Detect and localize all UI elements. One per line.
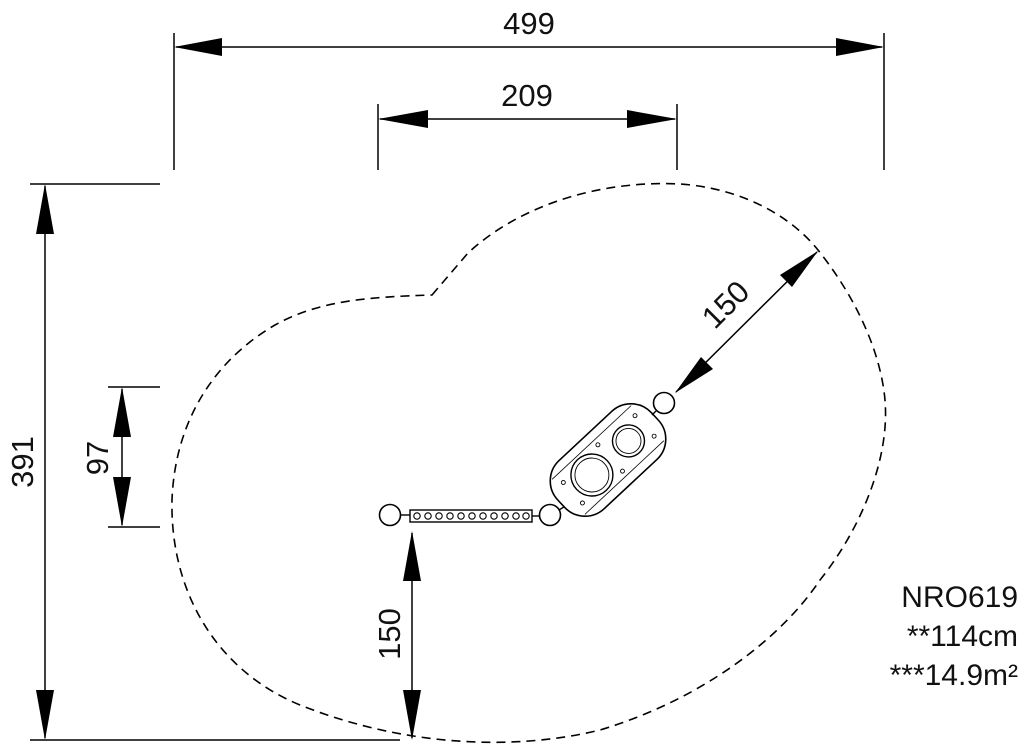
overall-depth-label: 391: [5, 436, 40, 488]
dimension-overall-width: 499: [173, 6, 885, 170]
equipment-plan: [378, 391, 676, 527]
side-offset-label: 97: [80, 441, 115, 475]
product-info: NRO619 **114cm ***14.9m²: [890, 578, 1018, 695]
chain-bridge: [409, 509, 540, 523]
platform: [549, 402, 667, 518]
product-code: NRO619: [901, 581, 1018, 614]
equipment-width-label: 209: [501, 78, 553, 113]
platform-seat-large: [570, 453, 614, 497]
safety-zone-outline: [171, 182, 887, 744]
dimension-overall-depth: 391: [5, 183, 400, 741]
diagonal-clearance-label: 150: [695, 274, 756, 335]
dimension-equipment-width: 209: [377, 78, 678, 170]
product-area: ***14.9m²: [889, 659, 1018, 692]
dimension-front-clearance: 150: [372, 531, 421, 740]
end-post-left: [378, 503, 402, 527]
platform-seat-small: [611, 424, 646, 458]
front-clearance-label: 150: [372, 608, 407, 660]
middle-post: [538, 503, 562, 527]
dimension-diagonal-clearance: 150: [675, 251, 818, 393]
dimension-side-offset: 97: [80, 386, 160, 528]
overall-width-label: 499: [503, 6, 555, 41]
end-post-right: [652, 391, 676, 415]
product-height: **114cm: [906, 620, 1018, 653]
